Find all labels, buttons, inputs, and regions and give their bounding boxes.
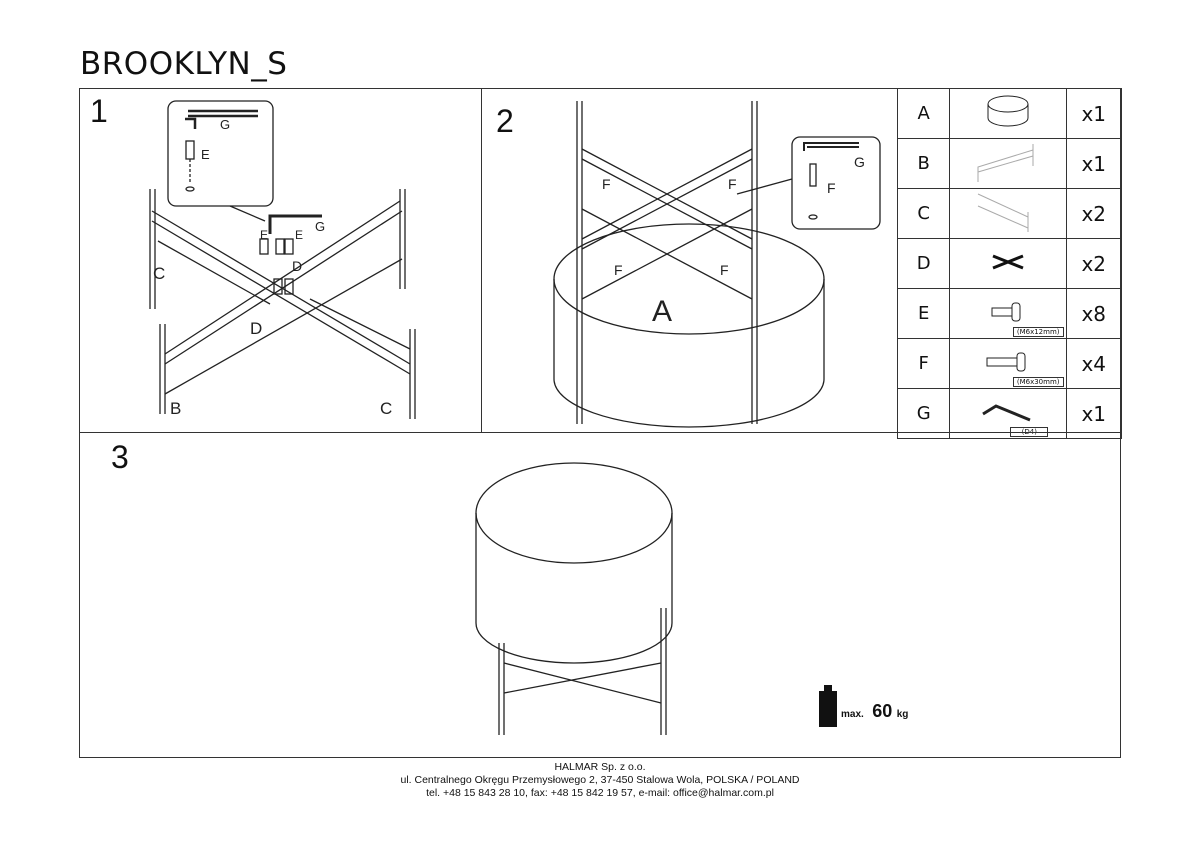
label-d: D (292, 258, 302, 274)
label-a: A (652, 295, 672, 328)
instruction-frame: 1 G E G E E D C D B C (79, 88, 1123, 759)
part-letter: F (896, 338, 951, 389)
part-qty: x1 (1065, 138, 1123, 189)
label-d: D (250, 319, 262, 338)
table-row: G(D4)x1 (896, 388, 1123, 439)
max-load-value: 60 (872, 701, 893, 721)
document-title: BROOKLYN_S (80, 46, 288, 82)
max-load-unit: kg (896, 709, 909, 720)
max-load-label: max. 60 kg (841, 701, 908, 722)
footer-contact: tel. +48 15 843 28 10, fax: +48 15 842 1… (426, 787, 774, 799)
part-qty: x1 (1065, 88, 1123, 139)
label-g: G (315, 219, 325, 234)
seat-cushion-icon (949, 88, 1067, 139)
cross-connector-icon (949, 238, 1067, 289)
label-f: F (728, 176, 737, 192)
label-b: B (170, 399, 181, 418)
label-f: F (602, 176, 611, 192)
step-number: 3 (111, 439, 129, 475)
label-f: F (720, 262, 729, 278)
frame-leg-icon (949, 188, 1067, 239)
label-f: F (827, 180, 836, 196)
footer-company: HALMAR Sp. z o.o. (554, 761, 646, 773)
part-qty: x2 (1065, 238, 1123, 289)
step-2-drawing: A F F F F F G (553, 101, 881, 428)
screw-icon: (M6x30mm) (949, 338, 1067, 389)
allen-key-icon: (D4) (949, 388, 1067, 439)
screw-size: (M6x30mm) (1012, 377, 1064, 387)
label-g: G (220, 117, 230, 132)
label-e: E (295, 228, 303, 242)
part-qty: x8 (1065, 288, 1123, 339)
label-c: C (153, 264, 165, 283)
table-row: F (M6x30mm)x4 (896, 338, 1123, 389)
step-1-panel: 1 G E G E E D C D B C (79, 88, 482, 433)
step-3-panel: 3 max. 60 kg (79, 432, 1121, 759)
part-letter: D (896, 238, 951, 289)
part-letter: E (896, 288, 951, 339)
footer: HALMAR Sp. z o.o. ul. Centralnego Okręgu… (0, 761, 1200, 800)
label-f: F (614, 262, 623, 278)
part-qty: x2 (1065, 188, 1123, 239)
step-number: 1 (90, 93, 108, 129)
step-1-drawing: G E G E E D C D B C (149, 100, 416, 419)
footer-address: ul. Centralnego Okręgu Przemysłowego 2, … (400, 774, 800, 786)
part-letter: B (896, 138, 951, 189)
part-letter: G (896, 388, 951, 439)
screw-icon: (M6x12mm) (949, 288, 1067, 339)
label-c: C (380, 399, 392, 418)
part-qty: x1 (1065, 388, 1123, 439)
part-qty: x4 (1065, 338, 1123, 389)
label-e: E (201, 147, 210, 162)
label-g: G (854, 154, 865, 170)
part-letter: A (896, 88, 951, 139)
max-prefix: max. (841, 709, 864, 720)
frame-leg-icon (949, 138, 1067, 189)
screw-size: (M6x12mm) (1012, 327, 1064, 337)
step-2-panel: 2 A F F F F F G (481, 88, 898, 433)
part-letter: C (896, 188, 951, 239)
step-3-drawing (475, 462, 837, 735)
table-row: E (M6x12mm)x8 (896, 288, 1123, 339)
label-e: E (260, 228, 268, 242)
step-number: 2 (496, 103, 514, 139)
